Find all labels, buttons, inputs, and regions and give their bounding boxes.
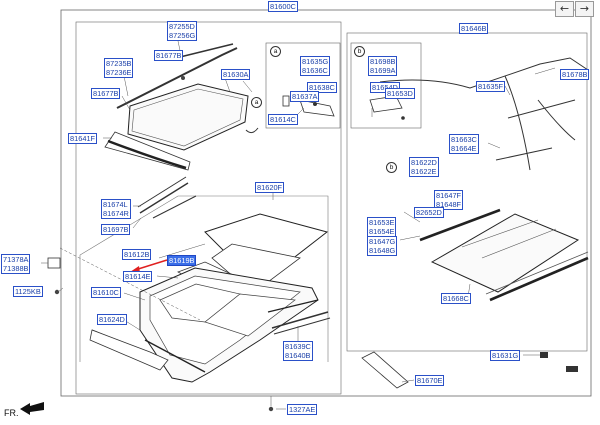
part-label-81614C[interactable]: 81614C [268,114,298,125]
part-label-81647F[interactable]: 81647F 81648F [434,190,464,210]
part-label-81600C[interactable]: 81600C [268,1,298,12]
detail-b-parts [369,95,405,120]
part-label-81668C[interactable]: 81668C [441,293,471,304]
part-label-81635F[interactable]: 81635F [476,81,506,92]
part-label-81654D[interactable]: 81654D [370,82,400,93]
roller-blind-assembly [379,57,589,372]
part-label-87255D[interactable]: 87255D 87256G [167,21,198,41]
part-label-81614E[interactable]: 81614E [123,271,153,282]
leader-lines [41,40,556,410]
sunroof-frame [89,267,331,383]
callout-b-ref: b [386,162,397,173]
bolt-1327AE [268,406,274,412]
front-direction-label: FR. [4,408,19,418]
part-label-81653D[interactable]: 81653D [385,88,415,99]
detail-a-parts [282,95,335,117]
main-frame [60,9,592,397]
part-label-1327AE[interactable]: 1327AE [287,404,318,415]
part-label-81610C[interactable]: 81610C [91,287,121,298]
part-label-81612B[interactable]: 81612B [122,249,152,260]
part-label-81619B-highlighted[interactable]: 81619B [167,255,197,266]
part-label-81698B[interactable]: 81698B 81699A [368,56,398,76]
part-label-81663C[interactable]: 81663C 81664E [449,134,479,154]
part-label-81670E[interactable]: 81670E [415,375,445,386]
roof-frame [75,21,342,395]
callout-b: b [354,46,365,57]
part-label-81624D[interactable]: 81624D [97,314,127,325]
detail-a-box [265,42,341,129]
part-label-82652D[interactable]: 82652D [414,207,444,218]
part-label-81677B[interactable]: 81677B [154,50,184,61]
rear-rail-strip [361,351,409,389]
part-label-81641F[interactable]: 81641F [68,133,98,144]
part-label-81635G[interactable]: 81635G 81636C [300,56,331,76]
part-label-81677B-lower[interactable]: 81677B [91,88,121,99]
part-label-81653E[interactable]: 81653E 81654E [367,217,397,237]
part-label-81647G[interactable]: 81647G 81648G [367,236,398,256]
part-label-81637A[interactable]: 81637A [290,91,320,102]
part-label-81646B[interactable]: 81646B [459,23,489,34]
callout-a-ref: a [251,97,262,108]
part-label-81620F[interactable]: 81620F [255,182,285,193]
part-label-81697B[interactable]: 81697B [101,224,131,235]
part-label-81639C[interactable]: 81639C 81640B [283,341,313,361]
part-label-81678B[interactable]: 81678B [560,69,590,80]
back-button[interactable]: ← [555,1,574,17]
front-glass-panel [104,43,259,219]
part-label-81638C[interactable]: 81638C [307,82,337,93]
part-label-71378A[interactable]: 71378A 71388B [1,254,31,274]
callout-a: a [270,46,281,57]
part-label-81674L[interactable]: 81674L 81674R [101,199,131,219]
forward-button[interactable]: → [575,1,594,17]
detail-b-box [350,42,422,129]
part-label-81630A[interactable]: 81630A [221,69,251,80]
bracket-71378A [47,257,61,295]
front-direction-icon [20,402,44,415]
part-label-81631G[interactable]: 81631G [490,350,521,361]
glass-subframe [79,195,329,362]
part-label-1125KB[interactable]: 1125KB [13,286,43,297]
part-label-87235B[interactable]: 87235B 87236E [104,58,134,78]
part-label-81622D[interactable]: 81622D 81622E [409,157,439,177]
